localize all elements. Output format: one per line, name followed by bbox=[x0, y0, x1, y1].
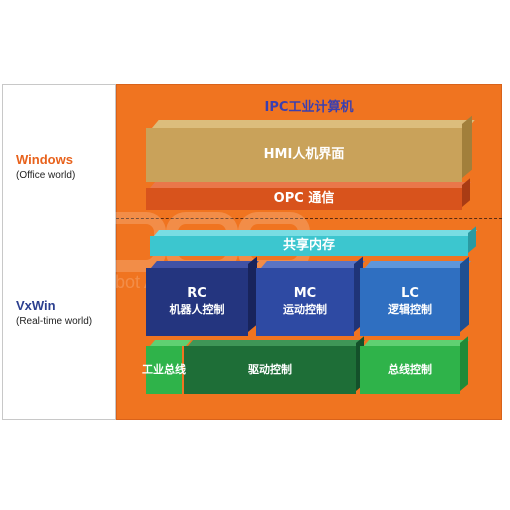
hmi-label: HMI人机界面 bbox=[263, 147, 345, 162]
rc-abbr: RC bbox=[187, 286, 207, 301]
mc-name: 运动控制 bbox=[283, 303, 327, 316]
lc-block: LC 逻辑控制 bbox=[360, 256, 471, 336]
lc-name: 逻辑控制 bbox=[388, 303, 432, 316]
ipc-title: IPC工业计算机 bbox=[264, 100, 354, 115]
os-legend-panel bbox=[2, 84, 116, 420]
hmi-block: HMI人机界面 bbox=[146, 115, 475, 182]
mc-block: MC 运动控制 bbox=[256, 256, 365, 336]
vxwin-sublabel: (Real-time world) bbox=[16, 316, 93, 327]
industrial-bus-label: 工业总线 bbox=[142, 363, 186, 376]
vxwin-label: VxWin bbox=[16, 298, 56, 313]
shared-memory-block: 共享内存 bbox=[150, 226, 478, 256]
industrial-bus-block: 工业总线 bbox=[142, 340, 192, 394]
shared-memory-label: 共享内存 bbox=[282, 238, 335, 253]
bus-control-block: 总线控制 bbox=[360, 336, 470, 394]
opc-label: OPC 通信 bbox=[273, 191, 335, 206]
world-divider bbox=[116, 218, 502, 219]
windows-sublabel: (Office world) bbox=[16, 170, 76, 181]
opc-block: OPC 通信 bbox=[146, 178, 472, 210]
rc-block: RC 机器人控制 bbox=[146, 256, 259, 336]
drive-control-label: 驱动控制 bbox=[248, 363, 292, 376]
bus-control-label: 总线控制 bbox=[388, 363, 432, 376]
mc-abbr: MC bbox=[293, 286, 317, 301]
windows-label: Windows bbox=[16, 152, 73, 167]
lc-abbr: LC bbox=[401, 286, 419, 301]
drive-control-block: 驱动控制 bbox=[184, 336, 366, 394]
rc-name: 机器人控制 bbox=[169, 303, 225, 316]
